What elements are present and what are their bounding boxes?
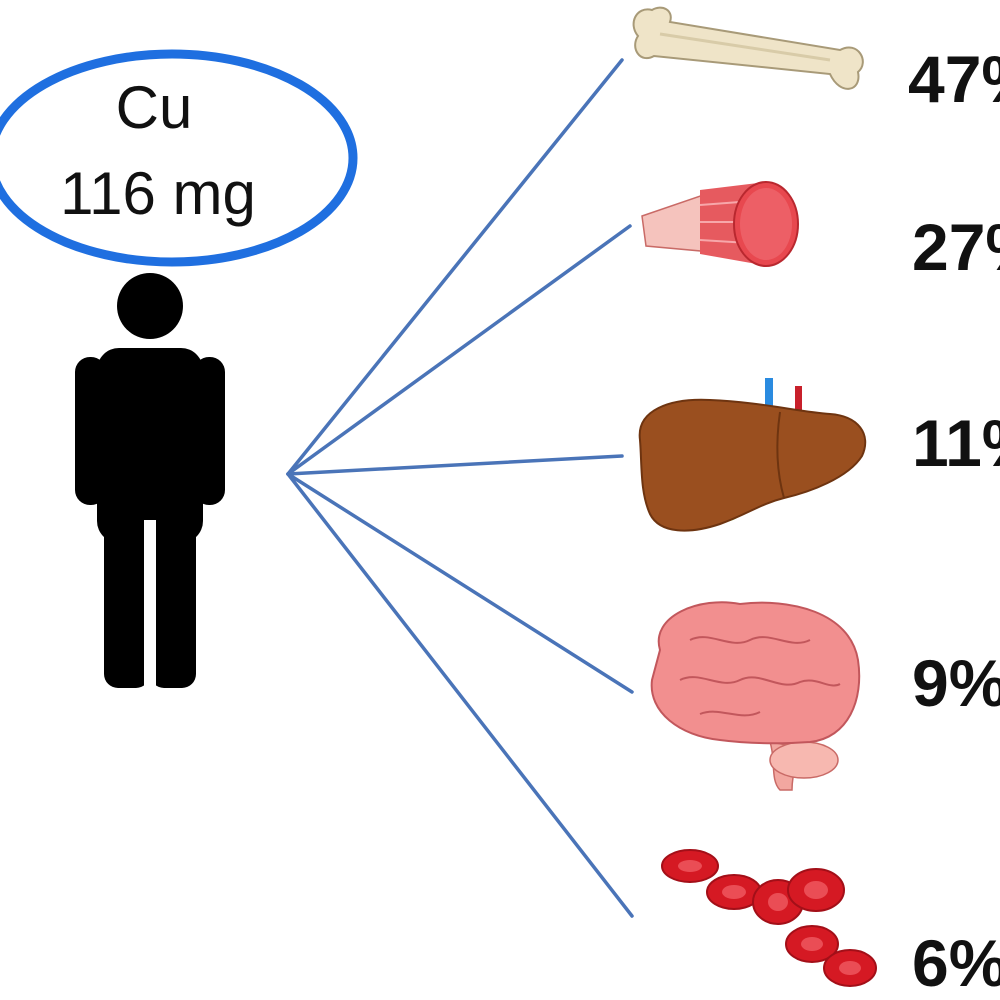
connector-line-liver — [286, 454, 624, 476]
muscle-icon — [641, 181, 799, 267]
connector-line-blood — [286, 472, 634, 918]
total-ellipse — [0, 49, 358, 267]
brain-icon — [650, 601, 861, 791]
connector-line-muscle — [286, 224, 632, 476]
connector-line-brain — [286, 472, 634, 694]
connector-line-bone — [286, 58, 624, 476]
liver-icon — [638, 378, 867, 532]
red-blood-cells-icon — [661, 849, 877, 987]
percent-liver: 11% — [912, 406, 1000, 480]
percent-blood: 6% — [912, 926, 1000, 1000]
total-copper-callout: Cu 116 mg — [0, 49, 358, 267]
bone-icon — [632, 6, 864, 90]
person-icon — [75, 273, 225, 688]
percent-labels: 47% 27% 11% 9% 6% — [908, 42, 1000, 1000]
total-amount: 116 mg — [60, 160, 256, 227]
connector-lines — [286, 58, 634, 918]
percent-bone: 47% — [908, 42, 1000, 116]
percent-muscle: 27% — [912, 210, 1000, 284]
element-symbol: Cu — [116, 74, 193, 141]
percent-brain: 9% — [912, 646, 1000, 720]
